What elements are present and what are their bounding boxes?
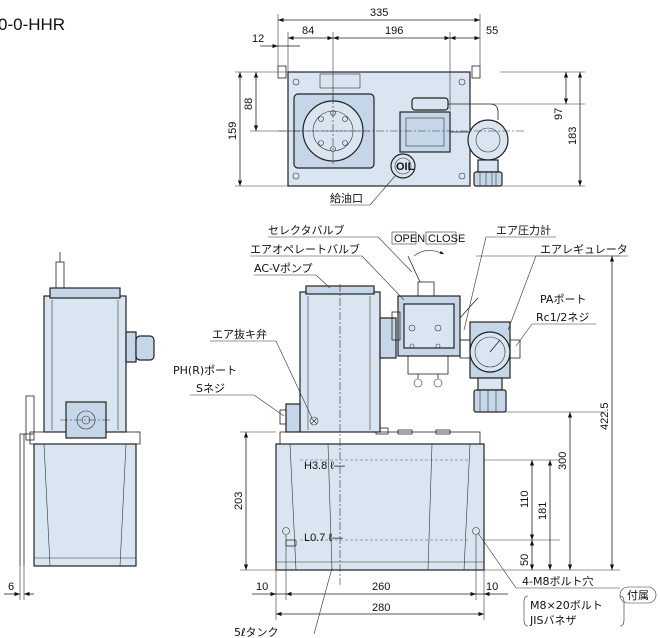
side-knob-base — [125, 331, 137, 363]
oil-label: OIL — [396, 161, 415, 173]
label-pressure-gauge: エア圧力計 — [496, 223, 551, 237]
mount-tab-right — [471, 65, 481, 79]
dim-97: 97 — [553, 108, 565, 120]
dim-335: 335 — [370, 7, 388, 19]
open-label: OPEN — [394, 233, 425, 245]
dim-422-5: 422.5 — [599, 402, 611, 430]
dim-260: 260 — [372, 581, 390, 593]
dim-10-right: 10 — [486, 581, 498, 593]
close-label: CLOSE — [428, 233, 465, 245]
label-vent-valve: エア抜キ弁 — [212, 327, 267, 341]
dim-12: 12 — [252, 33, 264, 45]
valve-lower-block — [407, 355, 449, 375]
label-ph-port: PH(R)ポート — [173, 364, 237, 377]
label-accessory: 付属 — [627, 589, 649, 602]
side-knob — [135, 335, 155, 361]
label-pump: AC-Vポンプ — [254, 262, 313, 275]
dim-159: 159 — [227, 122, 239, 140]
label-selector-valve: セレクタバルブ — [268, 223, 345, 237]
dim-88: 88 — [243, 98, 255, 110]
dim-300: 300 — [557, 452, 569, 470]
ph-port-block — [285, 403, 301, 433]
side-view: 6 — [4, 252, 155, 600]
dim-6: 6 — [8, 581, 14, 593]
oil-filler-cap — [390, 153, 416, 179]
dim-183: 183 — [567, 127, 579, 145]
dim-181: 181 — [537, 502, 549, 520]
valve-block-top — [399, 111, 451, 153]
front-view: H3.8 ℓ— L0.7 ℓ— OPEN CLOSE — [173, 223, 657, 638]
dim-10-left: 10 — [256, 581, 268, 593]
tank-body — [275, 443, 485, 571]
drawing-title: 0-0-HHR — [0, 15, 65, 34]
filler-label: 給油口 — [330, 191, 363, 205]
dim-203: 203 — [233, 492, 245, 510]
label-pa-thread: Rc1/2ネジ — [536, 311, 589, 324]
regulator-knob — [473, 389, 507, 413]
dim-50: 50 — [519, 554, 531, 566]
label-washer-spec: JISバネザ — [529, 614, 576, 627]
label-bolt-spec: M8×20ボルト — [530, 599, 603, 612]
label-bolt-holes: 4-M8ボルト穴 — [522, 574, 593, 588]
label-tank: 5ℓタンク — [234, 626, 279, 638]
level-low: L0.7 ℓ— — [304, 532, 343, 544]
regulator-top — [467, 119, 509, 161]
dim-280: 280 — [372, 602, 390, 614]
dim-84: 84 — [302, 25, 314, 37]
label-air-operated-valve: エアオペレートバルブ — [250, 242, 360, 256]
regulator-knob-top — [473, 171, 503, 187]
dim-196: 196 — [385, 25, 403, 37]
pump-side-block — [379, 317, 397, 359]
top-view: OIL 335 12 84 196 55 — [227, 7, 585, 206]
label-ph-thread: Sネジ — [196, 382, 225, 395]
dim-110: 110 — [519, 490, 531, 508]
label-pa-port: PAポート — [540, 293, 586, 306]
side-tank — [33, 443, 137, 567]
dim-55: 55 — [486, 25, 498, 37]
label-air-regulator: エアレギュレータ — [540, 243, 628, 256]
level-high: H3.8 ℓ— — [304, 460, 345, 472]
